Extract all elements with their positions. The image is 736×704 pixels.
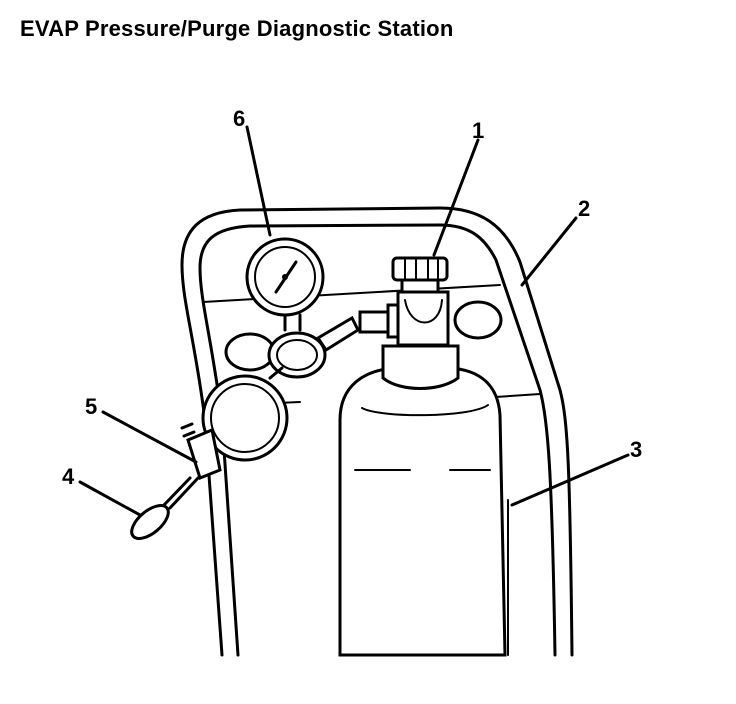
regulator: [267, 315, 360, 379]
callout-labels: 1 2 3 4 5 6: [62, 106, 642, 489]
callout-5: 5: [85, 394, 97, 419]
callout-6: 6: [233, 106, 245, 131]
cylinder-valve: [358, 256, 450, 347]
callout-2: 2: [578, 196, 590, 221]
page-title: EVAP Pressure/Purge Diagnostic Station: [20, 16, 454, 41]
callout-4: 4: [62, 464, 75, 489]
callout-1: 1: [472, 118, 484, 143]
nitrogen-cylinder: [338, 344, 507, 657]
callout-3: 3: [630, 437, 642, 462]
flow-gauge: [201, 366, 289, 462]
pressure-gauge: [245, 237, 325, 332]
hose-assembly: [130, 422, 222, 540]
leader-lines: [78, 125, 630, 517]
